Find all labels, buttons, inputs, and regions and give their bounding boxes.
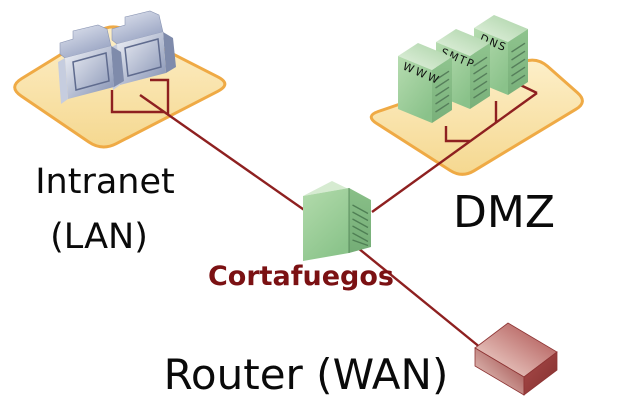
server-top-face — [436, 29, 490, 56]
server-side-face — [470, 43, 490, 109]
wire-lan-to-firewall — [139, 94, 321, 222]
workstation-left-strip — [58, 58, 68, 104]
firewall-side-face — [349, 188, 371, 253]
dmz-zone-label: DMZ — [453, 187, 555, 238]
network-wires — [110, 78, 538, 358]
server-side-face — [508, 29, 528, 95]
server-front-face — [398, 56, 432, 123]
server-vent-slots — [473, 56, 488, 99]
wire-lan-workstation-right — [150, 78, 170, 115]
router-label: Router (WAN) — [164, 350, 449, 399]
workstation-bezel — [124, 38, 162, 77]
server-top-face — [398, 43, 452, 70]
wire-lan-workstation-left — [110, 90, 164, 114]
workstation-side-face — [163, 32, 176, 73]
server-vent-slots — [511, 42, 526, 85]
server-vent-slots — [435, 70, 450, 113]
lan-zone-label-line2: (LAN) — [50, 217, 148, 257]
workstation-front-face — [65, 46, 114, 99]
firewall-vent-slots — [352, 204, 369, 247]
lan-workstation-left — [58, 24, 124, 104]
server-top-face — [474, 15, 528, 42]
workstation-bezel — [72, 52, 110, 91]
firewall-front-face — [303, 188, 349, 261]
workstation-lid — [111, 10, 164, 45]
firewall-label: Cortafuegos — [208, 261, 394, 292]
dmz-server-www: WWW — [398, 43, 452, 123]
wire-dmz-to-firewall — [371, 92, 538, 213]
wan-router — [474, 322, 558, 396]
router-right-face — [523, 351, 558, 396]
firewall-server — [303, 181, 371, 261]
wire-firewall-to-router — [341, 234, 493, 358]
workstation-side-face — [111, 46, 124, 87]
wire-www-stub — [444, 126, 470, 143]
lan-zone-label-line1: Intranet — [35, 162, 175, 202]
server-side-face — [432, 57, 452, 123]
firewall-top-face — [303, 181, 371, 200]
workstation-front-face — [117, 32, 166, 85]
